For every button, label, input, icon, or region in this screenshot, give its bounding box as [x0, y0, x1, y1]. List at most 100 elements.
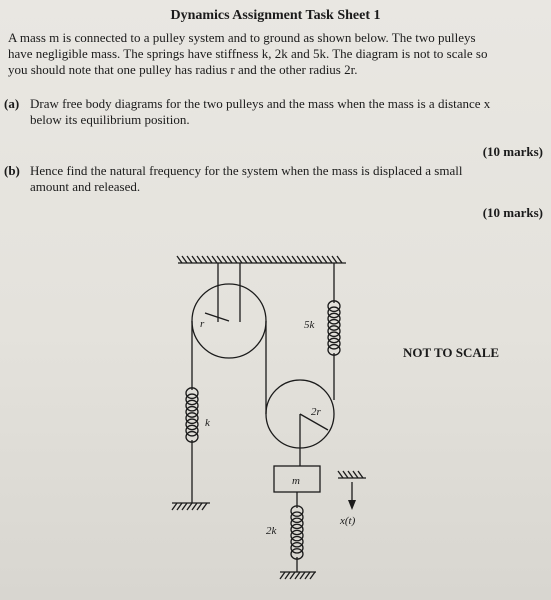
- hatch-stroke: [171, 502, 178, 511]
- spring-coil: [327, 325, 341, 338]
- hatch-stroke: [251, 255, 258, 264]
- spring-coil: [185, 412, 199, 425]
- hatch-stroke: [284, 571, 291, 580]
- label-2k: 2k: [266, 525, 278, 537]
- hatch-stroke: [181, 255, 188, 264]
- hatch-stroke: [331, 255, 338, 264]
- intro-line-1: A mass m is connected to a pulley system…: [8, 30, 476, 45]
- lower-pulley-radius: [299, 413, 329, 431]
- hatch-stroke: [294, 571, 301, 580]
- hatch-stroke: [281, 255, 288, 264]
- hatch-stroke: [316, 255, 323, 264]
- ceiling-hatch: [176, 255, 343, 264]
- spring-coil: [185, 393, 199, 406]
- hatch-stroke: [347, 470, 354, 479]
- spring-coil: [290, 517, 304, 530]
- hatch-stroke: [216, 255, 223, 264]
- part-b-label: (b): [4, 163, 20, 178]
- hatch-stroke: [336, 255, 343, 264]
- label-m: m: [292, 475, 300, 487]
- hatch-stroke: [289, 571, 296, 580]
- spring-coil: [327, 312, 341, 325]
- hatch-stroke: [271, 255, 278, 264]
- hatch-stroke: [321, 255, 328, 264]
- label-k: k: [205, 417, 211, 429]
- hatch-stroke: [201, 502, 208, 511]
- hatch-stroke: [201, 255, 208, 264]
- spring-coil: [185, 399, 199, 412]
- intro-line-2: have negligible mass. The springs have s…: [8, 46, 488, 61]
- hatch-stroke: [226, 255, 233, 264]
- spring-coil: [327, 306, 341, 319]
- spring-coil: [185, 405, 199, 418]
- spring-coil: [327, 300, 341, 313]
- part-a-label: (a): [4, 96, 20, 111]
- label-2r: 2r: [311, 406, 322, 418]
- spring-coil: [290, 541, 304, 554]
- spring-coil: [327, 337, 341, 350]
- hatch-stroke: [191, 255, 198, 264]
- hatch-stroke: [196, 502, 203, 511]
- ground-2k-hatch: [279, 571, 316, 580]
- hatch-stroke: [342, 470, 349, 479]
- hatch-stroke: [299, 571, 306, 580]
- part-b-marks: (10 marks): [482, 205, 543, 220]
- spring-coil: [185, 418, 199, 431]
- hatch-stroke: [337, 470, 344, 479]
- hatch-stroke: [186, 255, 193, 264]
- hatch-stroke: [191, 502, 198, 511]
- hatch-stroke: [221, 255, 228, 264]
- hatch-stroke: [231, 255, 238, 264]
- label-x-t: x(t): [339, 515, 356, 527]
- intro-line-3: you should note that one pulley has radi…: [8, 62, 358, 77]
- hatch-stroke: [176, 502, 183, 511]
- hatch-stroke: [196, 255, 203, 264]
- sheet-title: Dynamics Assignment Task Sheet 1: [170, 8, 381, 23]
- x-arrow-head: [348, 500, 356, 510]
- x-reference-hatch: [337, 470, 364, 479]
- spring-coil: [290, 511, 304, 524]
- part-a-marks: (10 marks): [482, 144, 543, 159]
- hatch-stroke: [211, 255, 218, 264]
- hatch-stroke: [176, 255, 183, 264]
- hatch-stroke: [286, 255, 293, 264]
- hatch-stroke: [181, 502, 188, 511]
- spring-coil: [290, 523, 304, 536]
- spring-coil: [185, 387, 199, 400]
- spring-coil: [185, 424, 199, 437]
- part-a-line-1: Draw free body diagrams for the two pull…: [30, 96, 491, 111]
- label-5k: 5k: [304, 319, 316, 331]
- not-to-scale-note: NOT TO SCALE: [403, 345, 500, 360]
- part-b-line-1: Hence find the natural frequency for the…: [30, 163, 463, 178]
- upper-pulley-hanger: [217, 263, 241, 322]
- spring-coil: [327, 331, 341, 344]
- hatch-stroke: [306, 255, 313, 264]
- hatch-stroke: [296, 255, 303, 264]
- hatch-stroke: [291, 255, 298, 264]
- hatch-stroke: [301, 255, 308, 264]
- hatch-stroke: [352, 470, 359, 479]
- hatch-stroke: [279, 571, 286, 580]
- hatch-stroke: [261, 255, 268, 264]
- hatch-stroke: [206, 255, 213, 264]
- hatch-stroke: [241, 255, 248, 264]
- hatch-stroke: [276, 255, 283, 264]
- hatch-stroke: [309, 571, 316, 580]
- hatch-stroke: [256, 255, 263, 264]
- hatch-stroke: [357, 470, 364, 479]
- spring-coil: [290, 529, 304, 542]
- hatch-stroke: [304, 571, 311, 580]
- upper-pulley-radius: [204, 312, 230, 322]
- hatch-stroke: [236, 255, 243, 264]
- hatch-stroke: [326, 255, 333, 264]
- label-r: r: [200, 318, 205, 330]
- spring-coil: [290, 505, 304, 517]
- spring-coil: [290, 535, 304, 548]
- ground-k-hatch: [171, 502, 208, 511]
- hatch-stroke: [186, 502, 193, 511]
- spring-k: [185, 387, 199, 443]
- spring-2k: [290, 505, 304, 560]
- hatch-stroke: [311, 255, 318, 264]
- hatch-stroke: [266, 255, 273, 264]
- part-a-line-2: below its equilibrium position.: [30, 112, 190, 127]
